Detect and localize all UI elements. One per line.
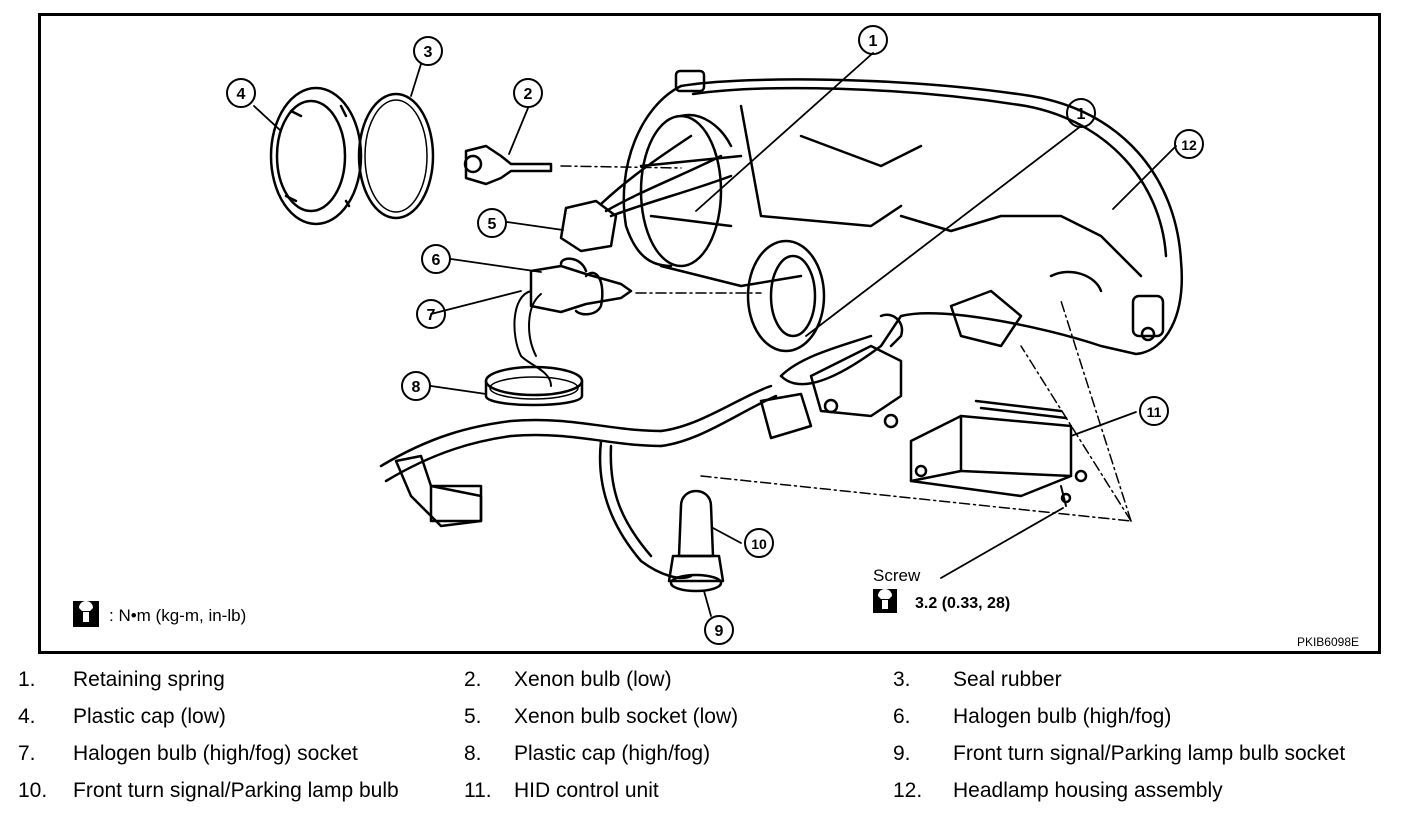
- exploded-diagram: 1 1 2 3 4 5 6 7 8 9 10 11 12 : N•m (kg-m…: [38, 13, 1381, 654]
- legend-label-11: HID control unit: [514, 779, 659, 802]
- legend-label-10: Front turn signal/Parking lamp bulb: [73, 779, 399, 802]
- legend-label-9: Front turn signal/Parking lamp bulb sock…: [953, 742, 1346, 765]
- torque-wrench-icon: [73, 601, 99, 627]
- headlamp-housing: [622, 69, 1183, 386]
- callout-7: 7: [427, 307, 436, 324]
- screw: [1060, 492, 1072, 504]
- hid-control-unit: [909, 399, 1088, 498]
- legend-num-9: 9.: [893, 742, 911, 765]
- seal-rubber: [357, 92, 435, 220]
- legend-row-4: 10. Front turn signal/Parking lamp bulb …: [0, 779, 1408, 803]
- legend-label-5: Xenon bulb socket (low): [514, 705, 739, 728]
- callout-4: 4: [237, 86, 246, 103]
- leader-lines: [253, 52, 1177, 617]
- legend-label-4: Plastic cap (low): [73, 705, 226, 728]
- callout-circles: [226, 25, 1204, 645]
- legend-num-2: 2.: [464, 668, 482, 691]
- legend-num-3: 3.: [893, 668, 911, 691]
- xenon-bulb-socket: [559, 134, 733, 253]
- screw-label: Screw: [873, 566, 921, 585]
- callout-10: 10: [751, 536, 767, 552]
- legend-num-10: 10.: [18, 779, 48, 802]
- callout-6: 6: [432, 252, 441, 269]
- plastic-cap-high: [484, 365, 584, 407]
- alignment-lines: [700, 300, 1132, 522]
- torque-key-text: : N•m (kg-m, in-lb): [109, 606, 246, 625]
- callout-3: 3: [424, 44, 433, 61]
- legend-row-2: 4. Plastic cap (low) 5. Xenon bulb socke…: [0, 705, 1408, 729]
- screw-torque-value: 3.2 (0.33, 28): [915, 595, 1010, 612]
- callout-11: 11: [1147, 404, 1162, 420]
- turn-signal-bulb: [667, 489, 725, 593]
- high-beam-reflector: [746, 239, 826, 353]
- plastic-cap-low: [269, 86, 363, 226]
- callout-8: 8: [412, 379, 421, 396]
- legend-row-1: 1. Retaining spring 2. Xenon bulb (low) …: [0, 668, 1408, 692]
- legend-label-3: Seal rubber: [953, 668, 1062, 691]
- legend-label-1: Retaining spring: [73, 668, 225, 691]
- xenon-bulb: [463, 144, 553, 186]
- legend-num-8: 8.: [464, 742, 482, 765]
- callout-1a: 1: [869, 33, 878, 50]
- legend-label-12: Headlamp housing assembly: [953, 779, 1223, 802]
- hid-connector: [759, 334, 873, 440]
- legend-num-12: 12.: [893, 779, 923, 802]
- low-beam-reflector: [639, 113, 743, 268]
- legend-num-5: 5.: [464, 705, 482, 728]
- legend-label-6: Halogen bulb (high/fog): [953, 705, 1172, 728]
- legend-row-3: 7. Halogen bulb (high/fog) socket 8. Pla…: [0, 742, 1408, 766]
- legend-num-7: 7.: [18, 742, 36, 765]
- legend-num-6: 6.: [893, 705, 911, 728]
- legend-label-2: Xenon bulb (low): [514, 668, 672, 691]
- legend-label-8: Plastic cap (high/fog): [514, 742, 711, 765]
- callout-5: 5: [488, 216, 497, 233]
- legend-num-1: 1.: [18, 668, 36, 691]
- diagram-drawing: 1 1 2 3 4 5 6 7 8 9 10 11 12 : N•m (kg-m…: [73, 25, 1359, 649]
- figure-code: PKIB6098E: [1297, 635, 1359, 649]
- wiring-harness: [379, 384, 778, 580]
- legend-label-7: Halogen bulb (high/fog) socket: [73, 742, 358, 765]
- igniter-bracket: [809, 289, 1023, 429]
- callout-9: 9: [715, 623, 724, 640]
- legend-num-11: 11.: [464, 779, 492, 802]
- callout-1b: 1: [1077, 106, 1086, 123]
- legend-num-4: 4.: [18, 705, 36, 728]
- callout-12: 12: [1181, 137, 1197, 153]
- screw-torque-icon: [873, 589, 897, 613]
- callout-2: 2: [524, 86, 533, 103]
- halogen-bulb: [529, 257, 633, 316]
